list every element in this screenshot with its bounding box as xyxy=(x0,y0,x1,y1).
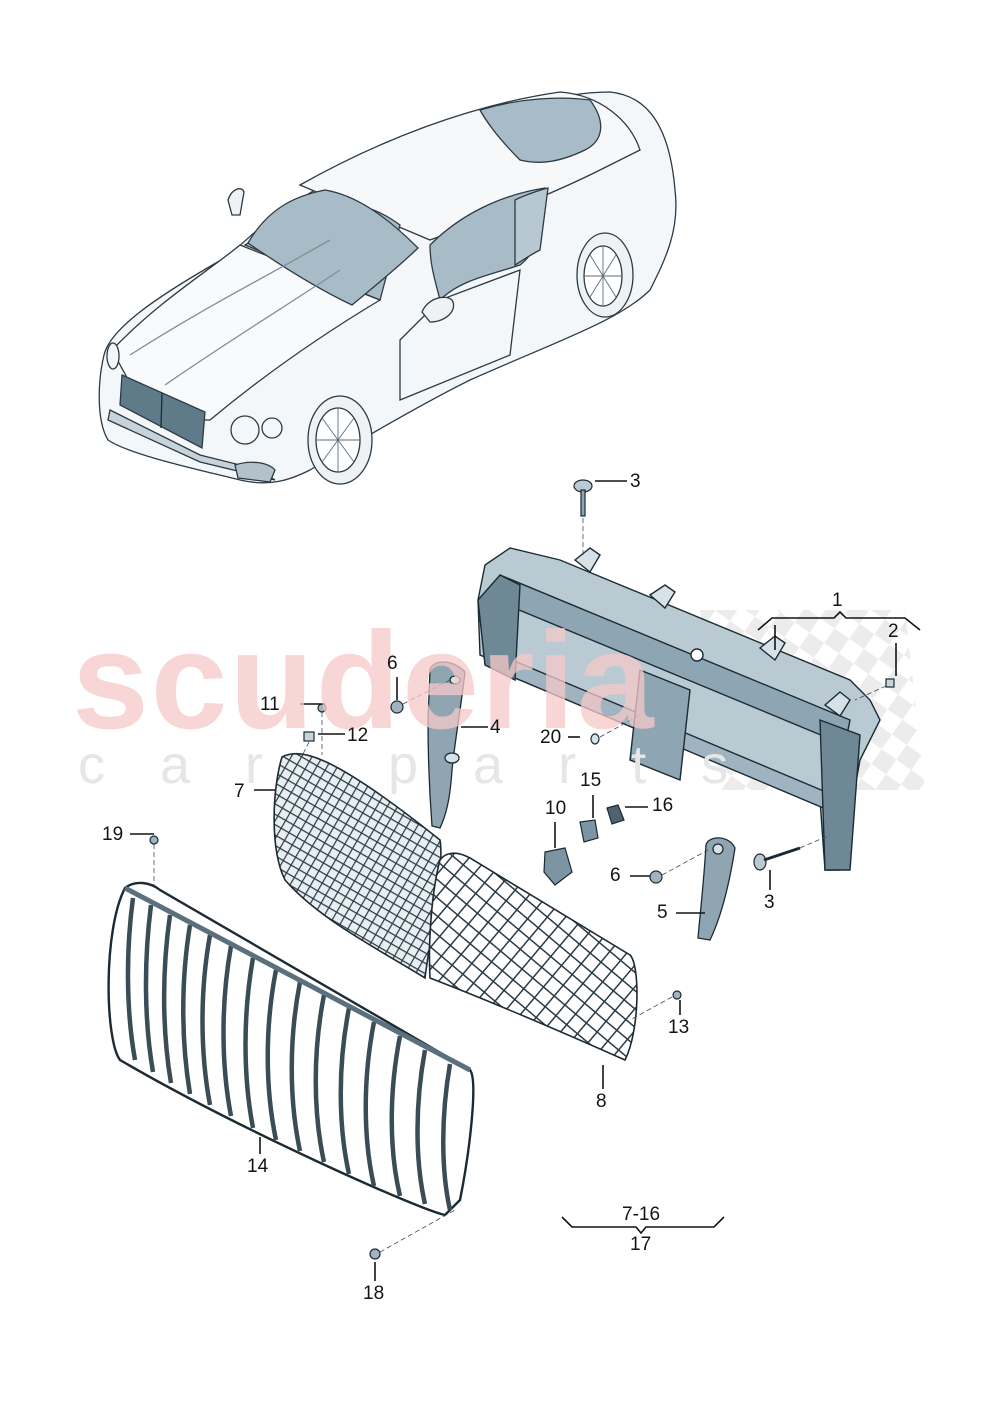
screw-icon-part-3-right xyxy=(753,846,801,871)
watermark-brand-text: scuderia xyxy=(72,604,656,758)
callout-label-10: 10 xyxy=(545,798,567,819)
screw-icon-part-3-top xyxy=(573,479,593,517)
clip-nut-icon-part-2 xyxy=(885,678,895,688)
watermark-sub-text: car parts xyxy=(78,735,784,795)
callout-label-3-right: 3 xyxy=(764,892,775,913)
small-fasteners xyxy=(149,479,895,1260)
callout-label-16: 16 xyxy=(652,795,674,816)
callout-label-8: 8 xyxy=(596,1091,607,1112)
callout-label-7: 7 xyxy=(234,781,245,802)
clip-nut-icon-part-12 xyxy=(303,731,315,742)
callout-label-6-lower: 6 xyxy=(610,865,621,886)
camera-housing-icon-part-10 xyxy=(543,847,573,886)
rivet-icon-part-6-lower xyxy=(649,870,663,884)
callout-label-14: 14 xyxy=(247,1156,269,1177)
nut-icon-part-20 xyxy=(590,733,600,745)
callout-label-17: 17 xyxy=(630,1234,652,1255)
trim-bracket-part-4 xyxy=(427,661,466,829)
leader-lines xyxy=(130,480,921,1281)
callout-label-2: 2 xyxy=(888,621,899,642)
car-overview-illustration xyxy=(98,91,677,485)
callout-label-12: 12 xyxy=(347,725,369,746)
callout-label-7-16: 7-16 xyxy=(622,1204,661,1225)
screw-icon-part-13 xyxy=(672,990,682,1000)
callout-label-4: 4 xyxy=(490,717,501,738)
callout-label-20: 20 xyxy=(540,727,562,748)
slatted-grille-part-14 xyxy=(107,881,475,1217)
mesh-grille-part-7 xyxy=(273,752,442,980)
callout-label-3-top: 3 xyxy=(630,471,641,492)
screw-icon-part-19 xyxy=(149,835,159,845)
connector-icon-part-16 xyxy=(606,804,625,825)
assembly-guide-lines xyxy=(153,518,887,1253)
trim-bracket-part-5 xyxy=(697,837,736,941)
grille-carrier-part-1 xyxy=(477,547,881,871)
callout-label-13: 13 xyxy=(668,1017,690,1038)
rivet-icon-part-6-top xyxy=(390,700,404,714)
callout-label-15: 15 xyxy=(580,770,602,791)
mesh-grille-part-8 xyxy=(428,852,638,1062)
callout-label-1: 1 xyxy=(832,590,843,611)
grille-slats xyxy=(125,897,453,1211)
callout-label-5: 5 xyxy=(657,902,668,923)
callout-label-6-top: 6 xyxy=(387,653,398,674)
screw-icon-part-18 xyxy=(369,1248,381,1260)
callout-label-18: 18 xyxy=(363,1283,385,1304)
callout-label-19: 19 xyxy=(102,824,124,845)
sensor-icon-part-15 xyxy=(579,819,599,843)
callout-label-11: 11 xyxy=(260,694,280,715)
